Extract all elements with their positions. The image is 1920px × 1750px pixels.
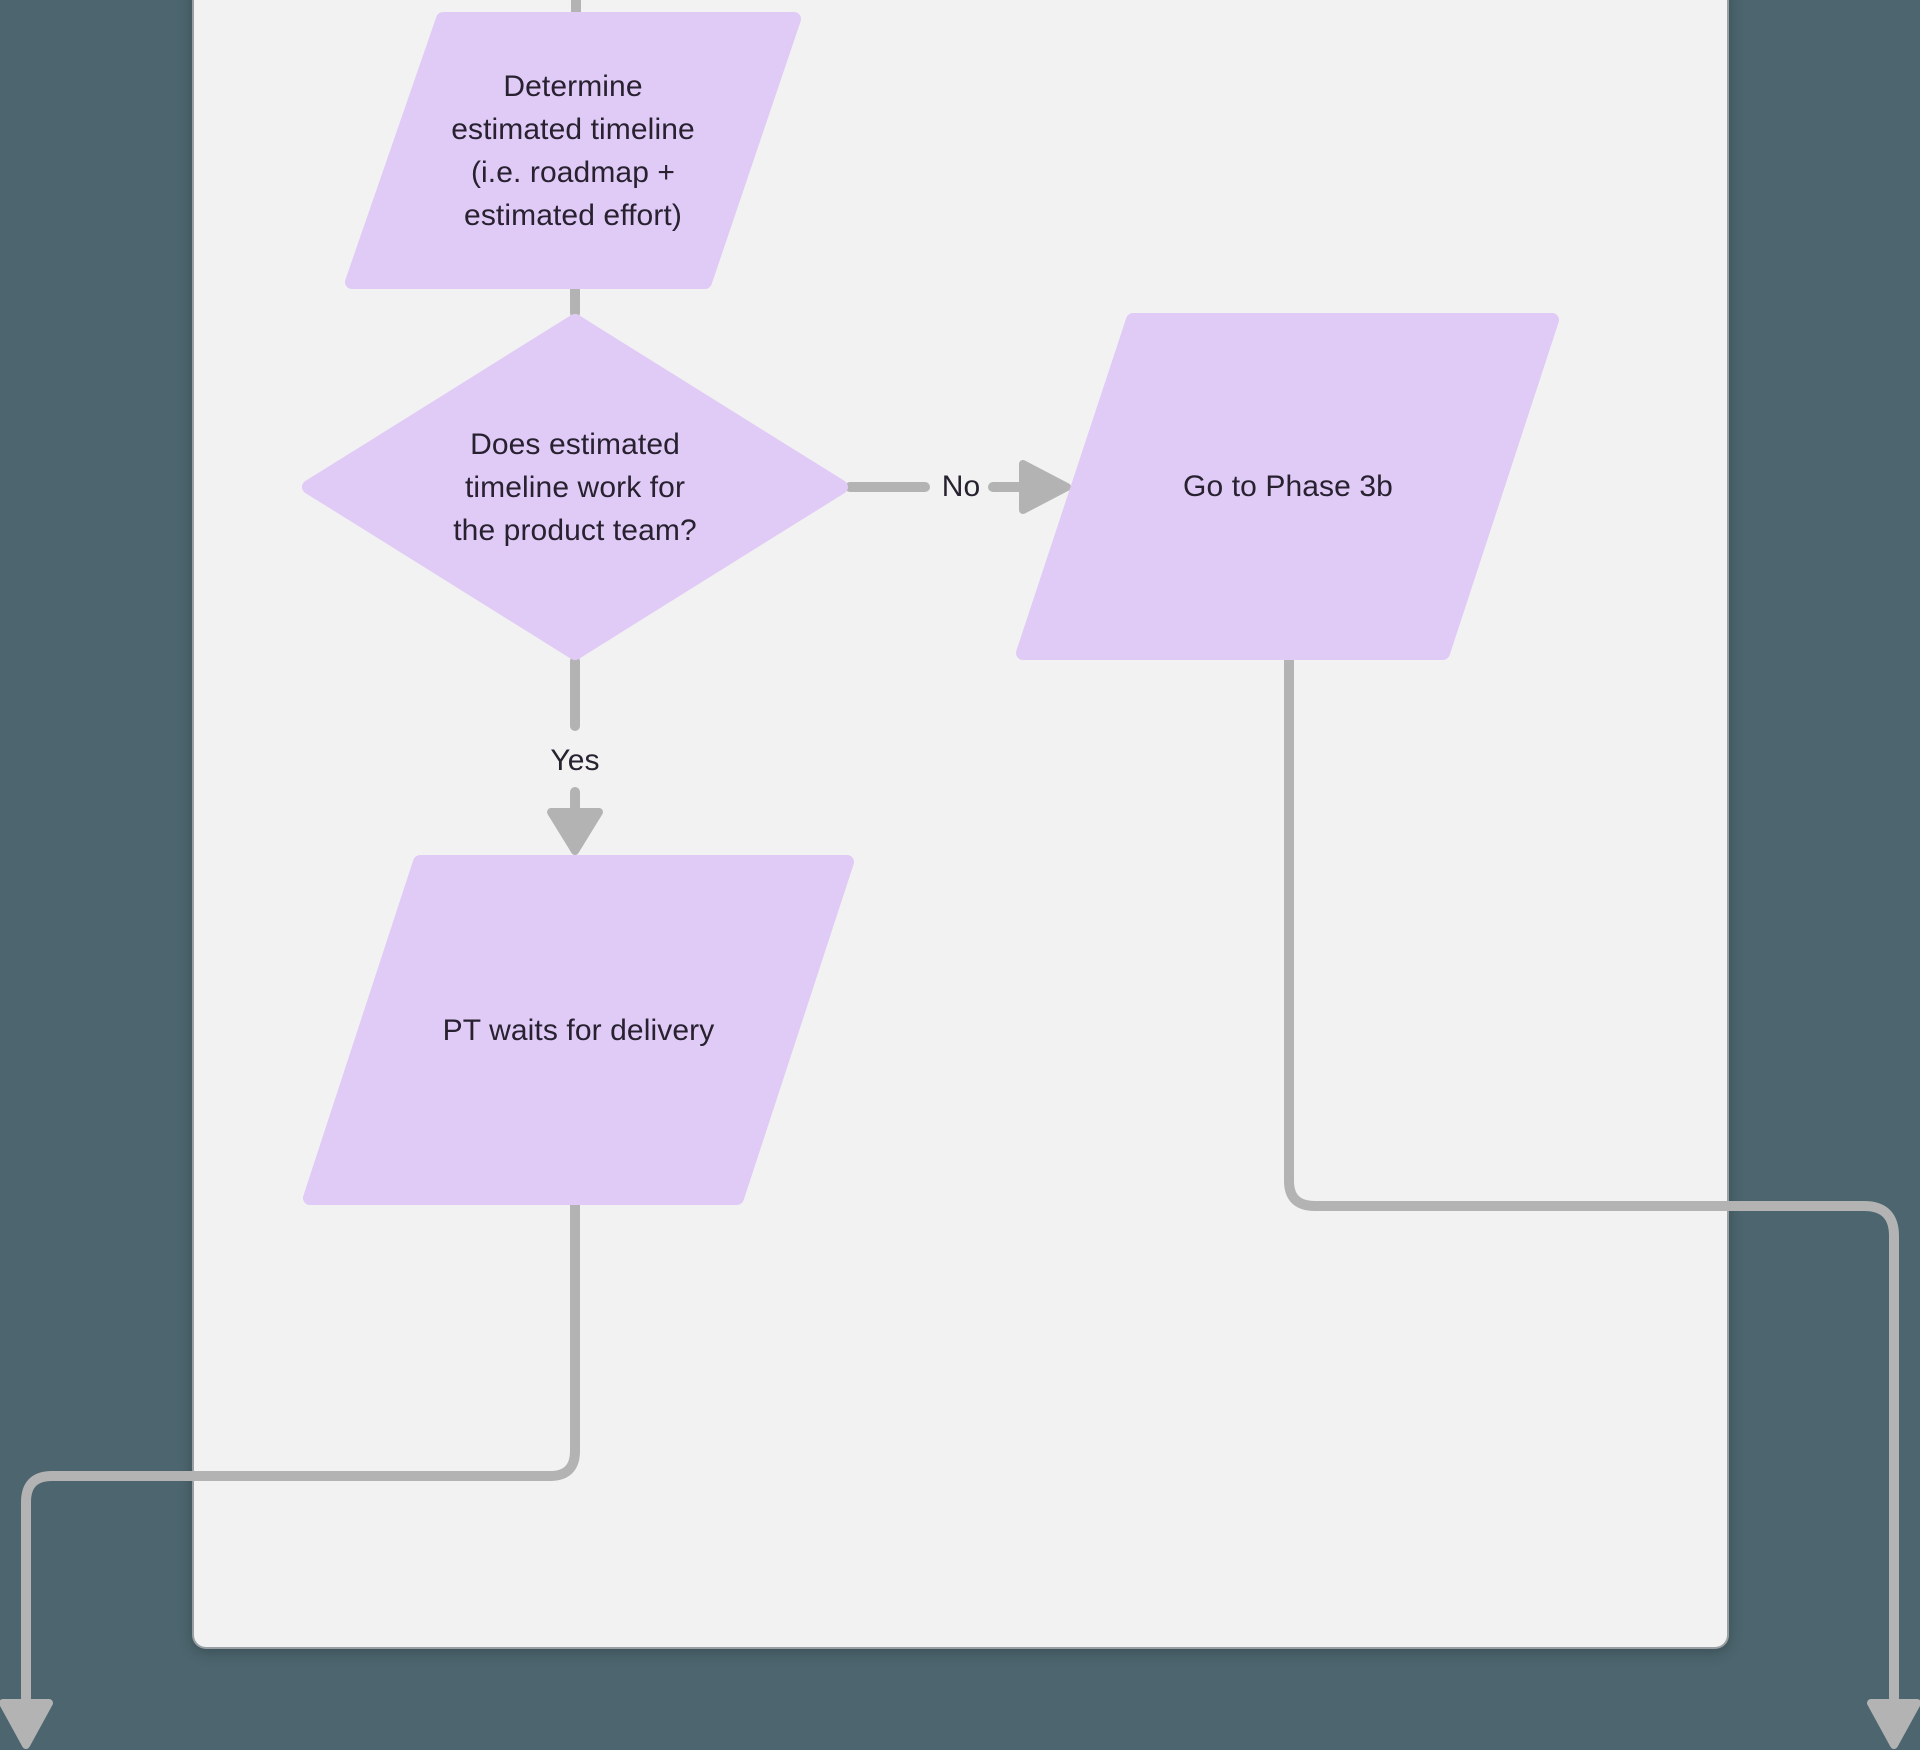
node-timeline-decision-label[interactable]: Does estimated timeline work for the pro… (453, 427, 697, 547)
node-timeline-decision-shape[interactable] (302, 314, 848, 660)
arrowhead-bottom-right (1867, 1699, 1920, 1749)
arrowhead-bottom-left (0, 1699, 53, 1749)
arrowhead-no-right (1019, 460, 1071, 514)
node-determine-timeline-label[interactable]: Determine estimated timeline (i.e. roadm… (451, 69, 695, 232)
connector-pt-to-bottom-left (21, 1198, 580, 1705)
node-determine-timeline-shape[interactable] (345, 12, 801, 289)
arrowhead-yes-down (547, 808, 603, 855)
connector-phase3b-to-bottom-right (1284, 654, 1899, 1705)
node-pt-waits-shape[interactable] (303, 855, 854, 1205)
node-pt-waits-label[interactable]: PT waits for delivery (442, 1013, 715, 1047)
edge-label-yes: Yes (550, 744, 600, 777)
node-go-to-phase-3b-shape[interactable] (1016, 313, 1559, 660)
node-go-to-phase-3b-label[interactable]: Go to Phase 3b (1183, 470, 1393, 503)
edge-label-no: No (941, 470, 981, 503)
